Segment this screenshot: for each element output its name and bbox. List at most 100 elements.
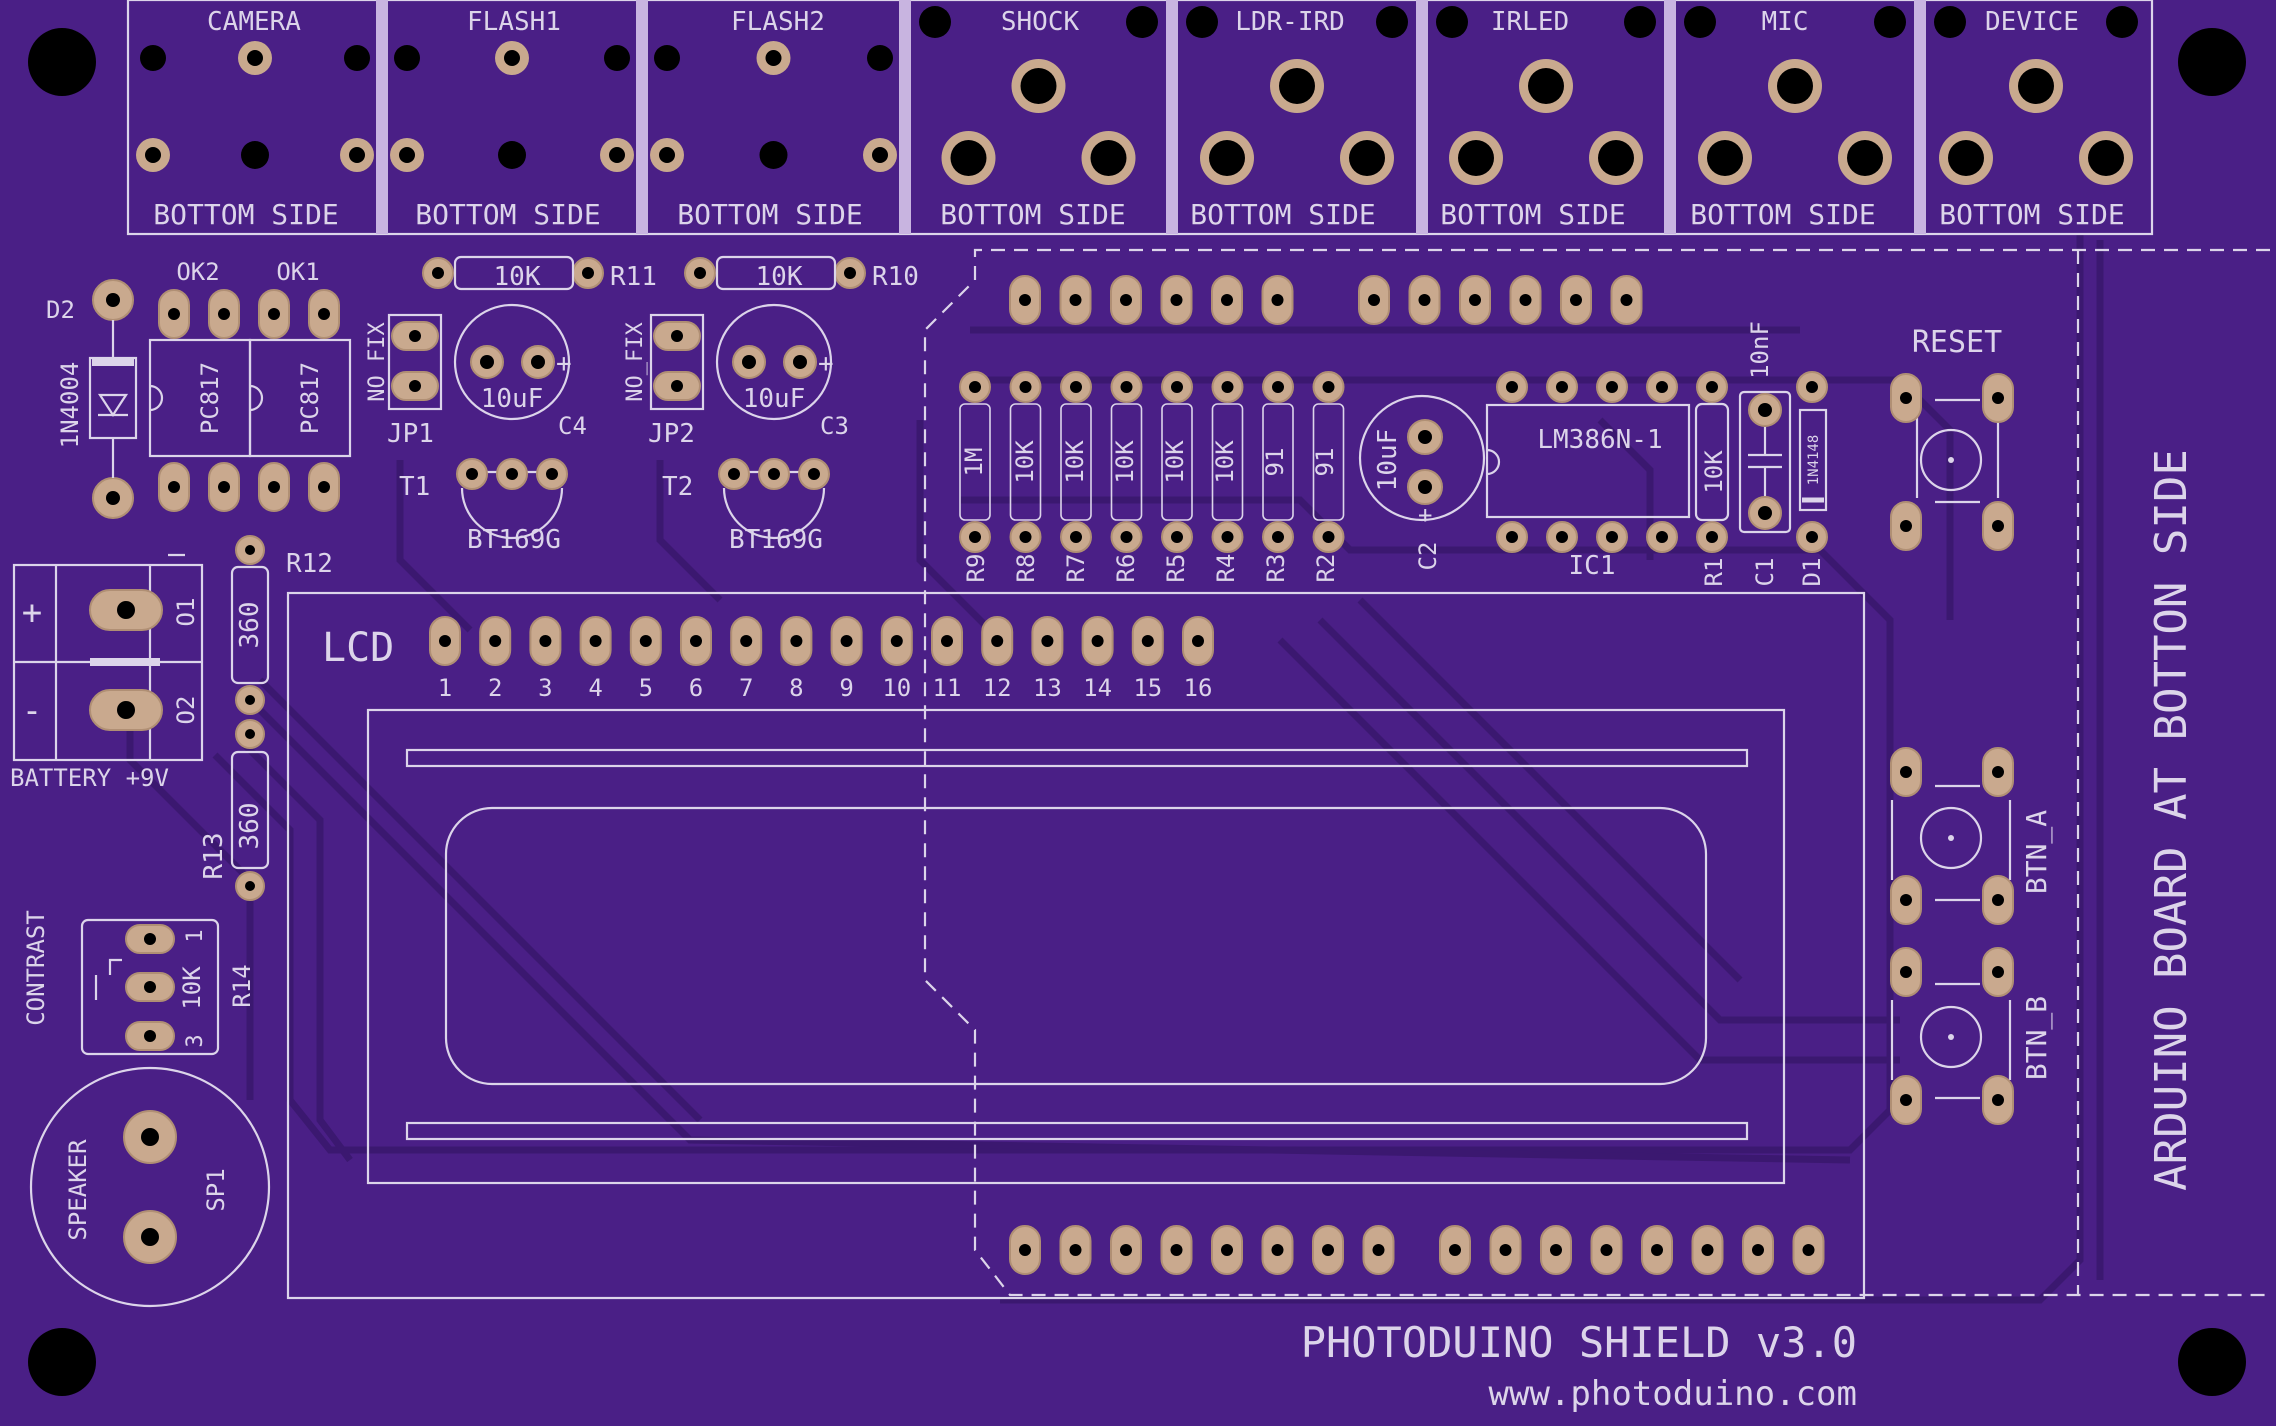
r12-name: R12: [286, 549, 333, 579]
r5-name: R5: [1162, 554, 1190, 583]
lcd-pin-hole: [1091, 635, 1104, 647]
header-hole: [1120, 1244, 1132, 1256]
header-hole: [218, 308, 230, 320]
bt169-2: BT169G: [729, 525, 823, 555]
mounting-holes: [28, 28, 2246, 1396]
header-hole: [1271, 294, 1284, 306]
header-hole: [1322, 1244, 1334, 1256]
header-hole: [1418, 294, 1431, 306]
r6-value: 10K: [1111, 440, 1139, 484]
jp2-label: JP2: [648, 419, 695, 449]
lcd-pin-hole: [890, 635, 903, 647]
contrast-label: CONTRAST: [22, 910, 50, 1026]
r8-value: 10K: [1011, 440, 1039, 484]
header-hole: [1221, 1244, 1233, 1256]
lcd-pin-hole: [1192, 635, 1204, 647]
connector-sub-device: BOTTOM SIDE: [1939, 198, 2124, 231]
connector-holes: [136, 6, 2138, 185]
connector-hole: [1598, 140, 1634, 176]
r2-name: R2: [1312, 554, 1340, 583]
resistor-hole: [1120, 531, 1133, 543]
resistor-hole: [969, 531, 981, 543]
connector-hole: [2106, 6, 2138, 38]
connector-hole: [1458, 140, 1494, 176]
resistor-hole: [1070, 381, 1082, 393]
header-hole: [318, 308, 330, 320]
lcd-pin-number: 3: [538, 674, 552, 702]
r1-name: R1: [1700, 558, 1728, 587]
lcd-pin-number: 4: [588, 674, 602, 702]
resistor-hole: [1322, 531, 1335, 543]
lcd-pin-hole: [790, 635, 803, 647]
r8-name: R8: [1012, 554, 1040, 583]
resistor-hole: [1221, 381, 1234, 393]
connector-hole: [765, 50, 782, 66]
lcd-pin-hole: [439, 635, 451, 647]
battery-o2: O2: [172, 696, 200, 725]
connector-hole: [1376, 6, 1408, 38]
connector-divider: [1166, 0, 1178, 234]
lcd-pin-number: 2: [488, 674, 502, 702]
ic-hole: [1556, 531, 1568, 543]
r7-name: R7: [1062, 554, 1090, 583]
connector-sub-flash2: BOTTOM SIDE: [677, 198, 862, 231]
btn-b[interactable]: BTN_B: [1890, 947, 2054, 1125]
d2-hole: [106, 491, 120, 505]
mounting-hole: [28, 1328, 96, 1396]
connector-hole: [241, 141, 269, 169]
connector-hole: [394, 45, 420, 71]
bt169-1: BT169G: [467, 525, 561, 555]
r10-name: R10: [872, 262, 919, 292]
lcd-pin-hole: [489, 635, 502, 647]
header-hole: [1600, 1244, 1613, 1256]
connector-sub-flash1: BOTTOM SIDE: [415, 198, 600, 231]
header-hole: [1069, 294, 1082, 306]
connector-hole: [867, 45, 893, 71]
connector-hole: [872, 147, 888, 163]
header-hole: [1019, 294, 1031, 306]
contrast-pot: CONTRAST 10K 1 3 R14: [22, 910, 256, 1056]
diode-part: 1N4004: [56, 362, 84, 449]
r3-value: 91: [1261, 448, 1289, 477]
mounting-hole: [2178, 1328, 2246, 1396]
lcd-pin-hole: [840, 635, 853, 647]
d2-label: D2: [46, 296, 75, 324]
lcd-pin-number: 10: [882, 674, 911, 702]
connector-hole: [344, 45, 370, 71]
reset-button[interactable]: RESET: [1890, 325, 2014, 551]
r9-name: R9: [962, 554, 990, 583]
lcd-pin-number: 15: [1133, 674, 1162, 702]
connector-hole: [140, 45, 166, 71]
c3-value: 10uF: [743, 384, 806, 414]
resistor-body: [1262, 403, 1294, 521]
jp1-label: JP1: [387, 419, 434, 449]
header-hole: [1651, 1244, 1663, 1256]
resistor-hole: [1272, 531, 1284, 543]
connector-hole: [1528, 68, 1564, 104]
r12-value: 360: [235, 602, 265, 649]
diode-d2: D2 1N4004: [46, 279, 138, 519]
battery-minus: -: [22, 691, 42, 731]
resistor-hole: [1171, 381, 1183, 393]
header-hole: [1550, 1244, 1562, 1256]
header-hole: [1519, 294, 1532, 306]
connector-divider: [1914, 0, 1926, 234]
trigger-circuit-1: 10K R11 NO_FIX JP1 + 10uF C4 T1 BT169G: [365, 255, 657, 555]
r5-value: 10K: [1161, 440, 1189, 484]
ic-part: LM386N-1: [1537, 425, 1662, 455]
connector-hole: [1349, 140, 1385, 176]
connector-hole: [1684, 6, 1716, 38]
connector-sub-ldr-ird: BOTTOM SIDE: [1190, 198, 1375, 231]
resistor-body: [959, 403, 991, 521]
connector-divider: [376, 0, 388, 234]
resistor-body: [1009, 403, 1042, 521]
btn-a[interactable]: BTN_A: [1890, 747, 2054, 925]
r13-name: R13: [199, 833, 229, 880]
speaker: SPEAKER SP1: [29, 1066, 271, 1308]
resistor-body: [1312, 403, 1345, 521]
connector-hole: [1847, 140, 1883, 176]
connector-hole: [349, 147, 365, 163]
battery-connector: + - O1 O2 BATTERY +9V: [10, 553, 204, 792]
